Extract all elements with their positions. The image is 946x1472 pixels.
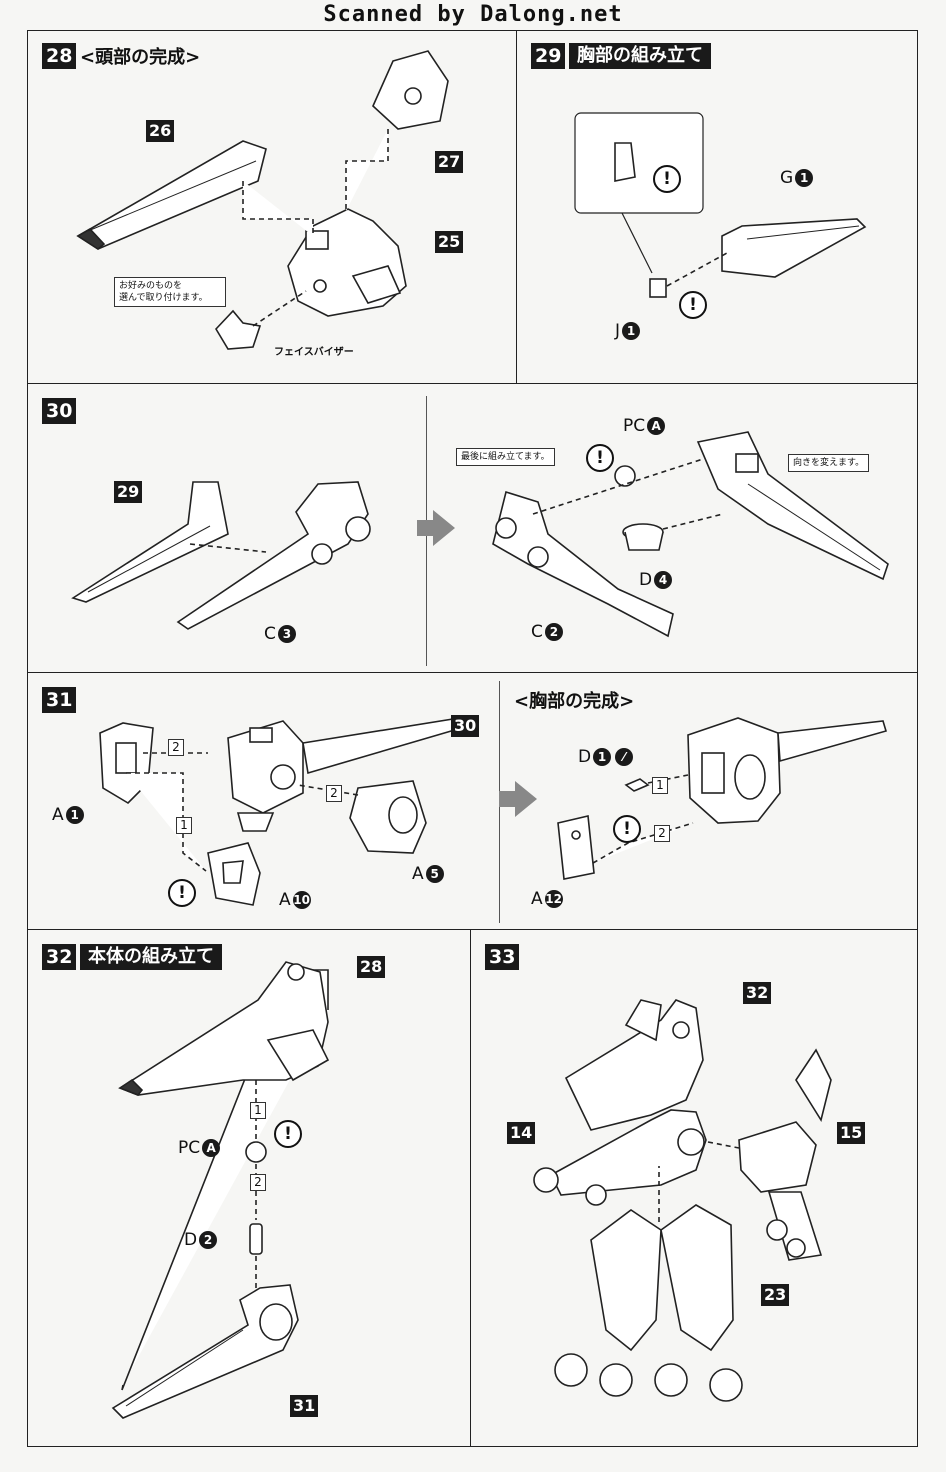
num: 2 [544,623,563,641]
num: 3 [277,625,296,643]
letter: PC [178,1138,201,1158]
num: 4 [654,571,673,589]
step-title: <頭部の完成> [80,47,201,68]
num: 5 [425,865,444,883]
caution-icon: ! [586,444,614,472]
step-33-panel: 33 32 14 15 23 [470,929,918,1447]
caution-icon: ! [653,165,681,193]
letter: C [531,622,543,642]
caution-icon: ! [274,1120,302,1148]
letter: A [531,889,543,909]
step-title: 本体の組み立て [80,944,222,970]
part-30-label: 30 [451,715,480,737]
part-28-label: 28 [357,956,386,978]
letter: A [412,864,424,884]
part-32-label: 32 [743,982,772,1004]
caution-icon: ! [613,815,641,843]
letter: G [780,168,794,188]
num: 1 [795,169,814,187]
face-visor-label: フェイスバイザー [274,347,354,358]
step-number: 28 [42,43,77,69]
chest-frame-illustration [574,112,867,298]
step-number: 33 [485,944,520,970]
change-direction-note: 向きを変えます。 [788,454,870,472]
letter: C [264,624,276,644]
step-number: 30 [42,398,77,424]
caution-icon: ! [679,291,707,319]
part-31-label: 31 [290,1395,319,1417]
part-15-label: 15 [837,1122,866,1144]
num: A [202,1139,221,1157]
letter: J [615,321,621,341]
next-arrow-icon [417,510,455,546]
part-26-label: 26 [146,120,175,142]
num: 10 [292,891,311,909]
step-number: 31 [42,687,77,713]
part-27-label: 27 [435,151,464,173]
step-number: 29 [531,43,566,69]
letter: D [184,1230,198,1250]
order-1-box: 1 [250,1102,266,1119]
head-parts-illustration [76,50,449,350]
caution-icon: ! [168,879,196,907]
next-arrow-icon [499,781,537,817]
letter: D [578,747,592,767]
step-28-panel: 28 <頭部の完成> 26 27 25 お好みのものを 選んで取り付けます。 フ… [27,30,517,384]
chest-complete-title: <胸部の完成> [514,691,635,712]
num: 2 [199,1231,218,1249]
part-23-label: 23 [761,1284,790,1306]
step-number: 32 [42,944,77,970]
final-assembly-illustration [533,999,832,1402]
letter: PC [623,416,646,436]
letter: D [639,570,653,590]
watermark: Scanned by Dalong.net [323,2,623,27]
num: 12 [544,890,563,908]
order-2-box: 2 [654,825,670,842]
part-25-label: 25 [435,231,464,253]
order-1-box: 1 [176,817,192,834]
preference-note: お好みのものを 選んで取り付けます。 [114,277,226,307]
cut-icon: ⁄ [615,748,634,766]
num: A [647,417,666,435]
num: 1 [622,322,641,340]
order-2-box: 2 [250,1174,266,1191]
chest-complete-illustration [99,717,887,906]
head-28-illustration [111,961,330,1419]
num: 1 [593,748,612,766]
part-29-label: 29 [114,481,143,503]
step-title: 胸部の組み立て [569,43,711,69]
order-2-box: 2 [168,739,184,756]
letter: A [52,805,64,825]
num: 1 [65,806,84,824]
order-1-box: 1 [652,777,668,794]
letter: A [279,890,291,910]
assemble-last-note: 最後に組み立てます。 [456,448,555,466]
chest-assembly-illustration [71,431,889,638]
order-2-box: 2 [326,785,342,802]
part-14-label: 14 [507,1122,536,1144]
